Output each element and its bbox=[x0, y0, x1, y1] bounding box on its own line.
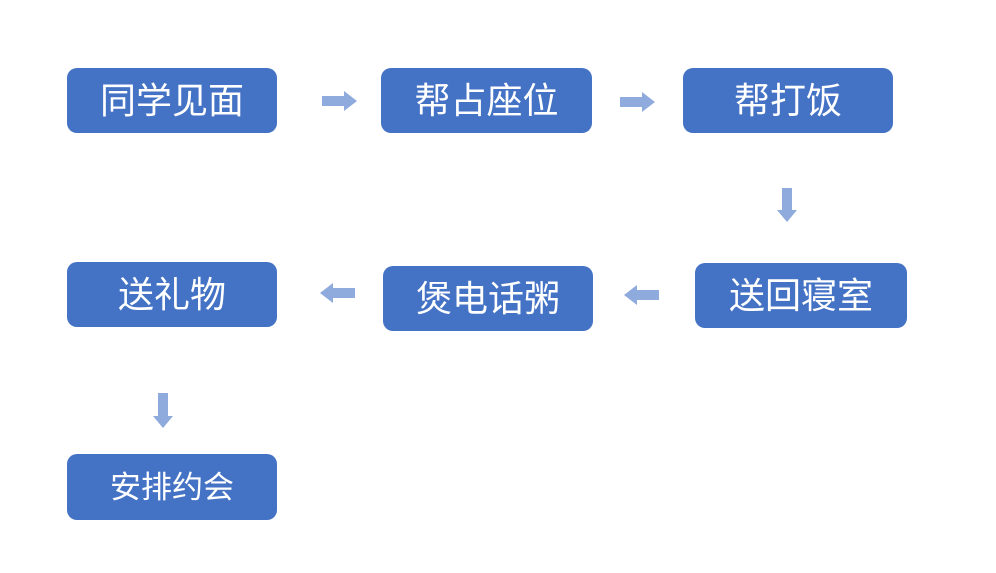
flow-node-4: 送回寝室 bbox=[695, 263, 907, 328]
flow-node-label: 帮占座位 bbox=[414, 79, 559, 121]
arrow-left-icon bbox=[624, 285, 659, 305]
flow-node-6: 送礼物 bbox=[67, 262, 277, 327]
flow-node-5: 煲电话粥 bbox=[383, 266, 593, 331]
flow-node-2: 帮占座位 bbox=[381, 68, 592, 133]
flow-node-label: 帮打饭 bbox=[733, 79, 842, 121]
flow-node-label: 安排约会 bbox=[110, 469, 234, 505]
flow-node-label: 同学见面 bbox=[99, 79, 244, 121]
flow-node-label: 送礼物 bbox=[117, 273, 226, 315]
arrow-right-icon bbox=[620, 92, 655, 112]
arrow-left-icon bbox=[320, 283, 355, 303]
arrow-down-icon bbox=[777, 188, 797, 222]
flow-node-7: 安排约会 bbox=[67, 454, 277, 520]
flow-node-1: 同学见面 bbox=[67, 68, 277, 133]
flow-node-label: 煲电话粥 bbox=[415, 277, 560, 319]
flow-node-3: 帮打饭 bbox=[683, 68, 893, 133]
arrow-right-icon bbox=[322, 91, 357, 111]
arrow-down-icon bbox=[153, 393, 173, 428]
flow-node-label: 送回寝室 bbox=[728, 274, 873, 316]
